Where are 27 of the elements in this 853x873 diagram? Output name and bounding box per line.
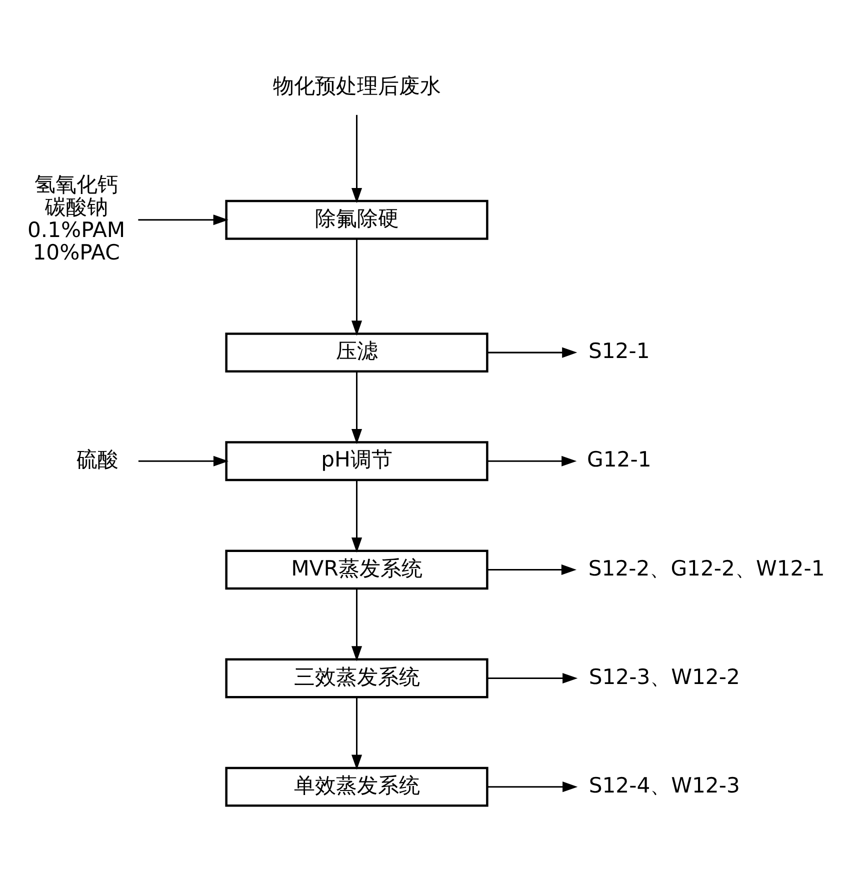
arrow [487,564,576,574]
arrow [351,588,362,661]
arrow [351,114,362,203]
arrow [138,455,229,466]
node-box: MVR蒸发系统 [225,549,488,590]
node-box: 除氟除硬 [225,199,488,240]
node-box: 单效蒸发系统 [225,766,488,806]
node-text: S12-2、G12-2、W12-1 [588,554,825,580]
node-text: 物化预处理后废水 [272,72,441,98]
arrow [487,455,577,466]
arrow [351,238,362,336]
arrow [487,346,578,358]
node-text: 氢氧化钙 碳酸钠 0.1%PAM 10%PAC [27,171,126,264]
node-box: 压滤 [225,332,488,372]
arrow [138,214,228,225]
node-text: G12-1 [586,446,652,472]
arrow [351,480,362,552]
node-text: S12-4、W12-3 [588,772,740,797]
node-text: S12-3、W12-2 [588,663,740,688]
arrow [488,781,578,792]
node-box: 三效蒸发系统 [225,658,488,698]
node-box: pH调节 [225,440,488,481]
node-text: S12-1 [588,338,650,363]
arrow [351,371,362,444]
arrow [351,696,362,770]
node-text: 硫酸 [76,446,118,472]
arrow [488,672,578,684]
